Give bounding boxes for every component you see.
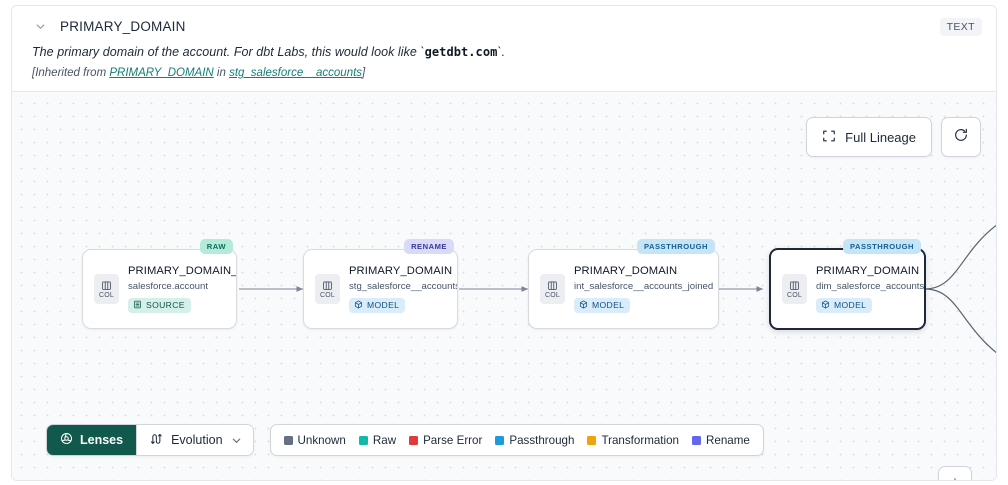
col-badge-label: COL xyxy=(545,291,560,299)
legend-label: Transformation xyxy=(601,433,680,447)
col-badge: COL xyxy=(94,274,119,304)
column-description: The primary domain of the account. For d… xyxy=(12,36,996,59)
chevron-down-icon xyxy=(231,435,242,446)
legend-label: Rename xyxy=(706,433,750,447)
lineage-canvas[interactable]: Full Lineage + − xyxy=(12,92,996,480)
lens-icon xyxy=(60,432,73,448)
node-kind-badge: MODEL xyxy=(574,297,631,313)
node-subtitle: dim_salesforce_accounts xyxy=(816,280,924,292)
lineage-legend: Unknown Raw Parse Error Passthrough Tran… xyxy=(269,424,764,456)
inherited-prefix: [Inherited from xyxy=(32,67,110,79)
column-type-badge: TEXT xyxy=(939,18,982,36)
legend-label: Unknown xyxy=(297,433,346,447)
description-text-end: `. xyxy=(497,45,506,59)
legend-item: Passthrough xyxy=(495,434,574,447)
edge-out-top xyxy=(924,224,996,290)
description-text: The primary domain of the account. For d… xyxy=(32,45,425,59)
legend-swatch xyxy=(495,435,505,445)
zoom-in-button[interactable]: + xyxy=(939,467,971,481)
node-tag-raw: RAW xyxy=(199,239,233,254)
node-tag-rename: RENAME xyxy=(404,239,454,254)
node-kind-badge: SOURCE xyxy=(128,297,191,313)
legend-item: Unknown xyxy=(283,433,346,447)
refresh-button[interactable] xyxy=(941,117,981,157)
evolution-label: Evolution xyxy=(171,433,223,447)
node-title: PRIMARY_DOMAIN xyxy=(349,264,453,277)
inherited-model-link[interactable]: stg_salesforce__accounts xyxy=(229,67,363,79)
node-tag-passthrough: PASSTHROUGH xyxy=(636,239,715,254)
cube-icon xyxy=(354,300,363,311)
cube-icon xyxy=(821,300,830,311)
node-kind-badge: MODEL xyxy=(349,297,406,313)
lenses-button[interactable]: Lenses xyxy=(47,425,137,455)
lineage-node-stg-salesforce-accounts[interactable]: RENAME COL PRIMARY_DOMAIN stg_salesforce… xyxy=(303,239,458,329)
legend-swatch xyxy=(358,435,368,445)
col-badge: COL xyxy=(782,274,807,304)
node-subtitle: int_salesforce__accounts_joined xyxy=(574,280,714,292)
node-title: PRIMARY_DOMAIN__C xyxy=(128,264,236,277)
legend-swatch xyxy=(283,435,293,445)
lineage-edges xyxy=(239,224,996,354)
panel-header: PRIMARY_DOMAIN TEXT The primary domain o… xyxy=(12,6,996,92)
node-body: PRIMARY_DOMAIN__C salesforce.account SOU… xyxy=(119,265,236,314)
inherited-middle: in xyxy=(213,67,230,79)
node-kind-label: MODEL xyxy=(834,300,867,310)
inherited-suffix: ] xyxy=(362,67,366,79)
lineage-node-dim-salesforce-accounts[interactable]: PASSTHROUGH COL PRIMARY_DOMAIN dim_sales… xyxy=(769,239,926,330)
legend-item: Rename xyxy=(692,434,750,447)
legend-label: Passthrough xyxy=(509,433,575,447)
node-kind-label: SOURCE xyxy=(146,300,185,310)
legend-label: Parse Error xyxy=(423,433,483,447)
canvas-bottom-bar: Lenses Evolution xyxy=(46,424,764,456)
node-body: PRIMARY_DOMAIN stg_salesforce__accounts … xyxy=(340,265,457,314)
zoom-controls: + − xyxy=(938,466,972,480)
lineage-graph: RAW COL PRIMARY_DOMAIN__C salesforce.acc… xyxy=(12,92,996,480)
node-body: PRIMARY_DOMAIN int_salesforce__accounts_… xyxy=(565,265,718,314)
node-kind-badge: MODEL xyxy=(816,297,873,313)
edge-out-bottom xyxy=(924,288,996,354)
full-lineage-button[interactable]: Full Lineage xyxy=(806,117,932,157)
node-kind-label: MODEL xyxy=(367,300,400,310)
inherited-note: [Inherited from PRIMARY_DOMAIN in stg_sa… xyxy=(12,59,996,79)
node-title: PRIMARY_DOMAIN xyxy=(574,264,678,277)
node-subtitle: stg_salesforce__accounts xyxy=(349,280,457,292)
legend-item: Parse Error xyxy=(409,434,482,447)
database-icon xyxy=(133,300,142,311)
full-lineage-label: Full Lineage xyxy=(845,129,916,145)
col-badge-label: COL xyxy=(787,291,802,299)
page-title: PRIMARY_DOMAIN xyxy=(60,18,186,34)
node-tag-passthrough: PASSTHROUGH xyxy=(842,239,921,254)
col-badge: COL xyxy=(540,274,565,304)
column-detail-panel: PRIMARY_DOMAIN TEXT The primary domain o… xyxy=(11,5,997,481)
lens-button-group: Lenses Evolution xyxy=(46,424,254,456)
chevron-down-icon[interactable] xyxy=(32,18,48,34)
legend-item: Raw xyxy=(358,433,397,447)
refresh-icon xyxy=(953,127,969,148)
node-title: PRIMARY_DOMAIN xyxy=(816,264,920,277)
col-badge-label: COL xyxy=(99,291,114,299)
canvas-controls: Full Lineage xyxy=(806,117,981,157)
node-kind-label: MODEL xyxy=(592,300,625,310)
description-code: getdbt.com xyxy=(424,45,498,59)
col-badge: COL xyxy=(315,274,340,304)
evolution-icon xyxy=(149,432,163,449)
lenses-label: Lenses xyxy=(80,433,124,447)
cube-icon xyxy=(579,300,588,311)
node-subtitle: salesforce.account xyxy=(128,280,208,292)
legend-swatch xyxy=(587,435,597,445)
legend-swatch xyxy=(409,435,419,445)
node-body: PRIMARY_DOMAIN dim_salesforce_accounts M… xyxy=(807,265,924,314)
evolution-dropdown[interactable]: Evolution xyxy=(136,425,253,455)
legend-swatch xyxy=(692,435,702,445)
lineage-node-int-salesforce-accounts-joined[interactable]: PASSTHROUGH COL PRIMARY_DOMAIN int_sales… xyxy=(528,239,719,329)
lineage-node-salesforce-account[interactable]: RAW COL PRIMARY_DOMAIN__C salesforce.acc… xyxy=(82,239,237,329)
legend-item: Transformation xyxy=(587,434,679,447)
expand-icon xyxy=(822,129,836,146)
legend-label: Raw xyxy=(372,433,397,447)
inherited-column-link[interactable]: PRIMARY_DOMAIN xyxy=(109,67,214,79)
col-badge-label: COL xyxy=(320,291,335,299)
